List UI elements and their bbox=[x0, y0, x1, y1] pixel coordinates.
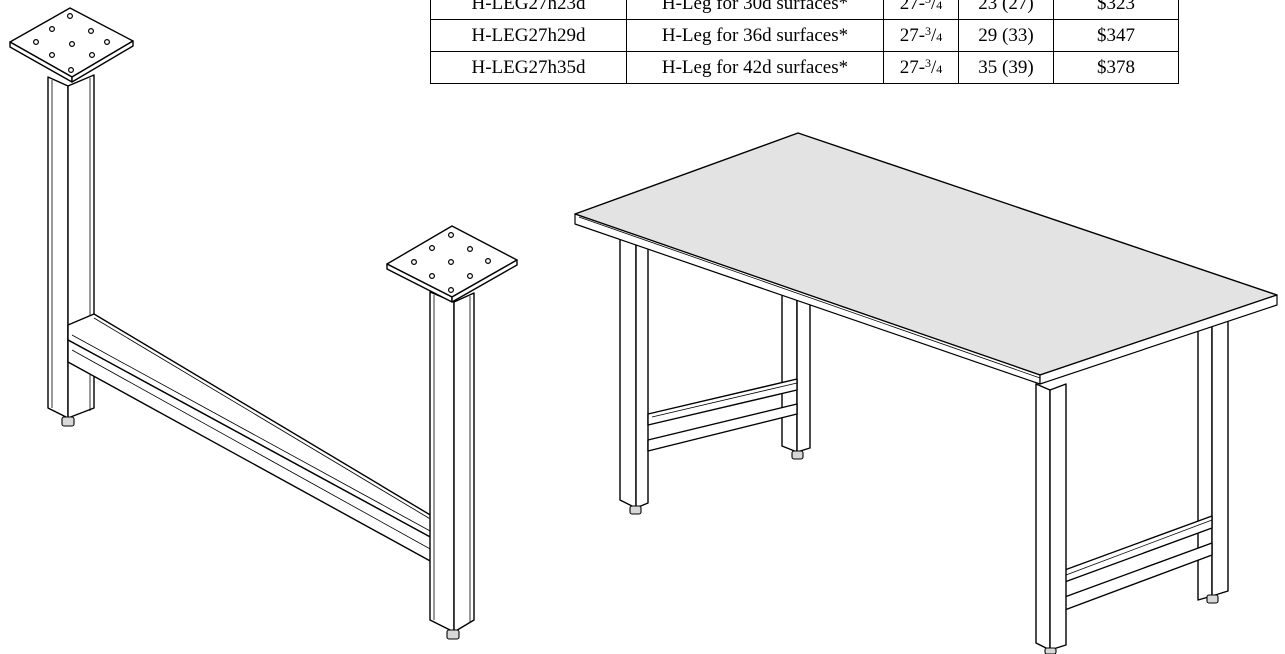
back-leg-tube bbox=[47, 76, 69, 419]
height-whole: 27- bbox=[899, 57, 926, 78]
height-num: 3 bbox=[925, 0, 931, 6]
depth: 35 (39) bbox=[958, 51, 1054, 84]
height-num: 3 bbox=[925, 56, 932, 70]
depth: 23 (27) bbox=[958, 0, 1054, 20]
front-mounting-plate bbox=[386, 225, 518, 303]
table-left-front-leg bbox=[619, 236, 637, 509]
height-den: 4 bbox=[936, 62, 943, 76]
table-row: H-LEG27h29d H-Leg for 36d surfaces* 27-3… bbox=[430, 19, 1179, 52]
description: H-Leg for 36d surfaces* bbox=[626, 19, 884, 52]
price: $347 bbox=[1053, 19, 1179, 52]
spec-table: H-LEG27h23d H-Leg for 30d surfaces* 27-3… bbox=[430, 0, 1179, 84]
height-whole: 27- bbox=[899, 0, 926, 14]
table-left-back-leg bbox=[781, 291, 798, 453]
depth: 29 (33) bbox=[958, 19, 1054, 52]
table-right-front-leg bbox=[1035, 383, 1051, 651]
table-top-side-edge bbox=[1039, 294, 1278, 385]
back-mounting-plate bbox=[9, 7, 134, 83]
lower-rail bbox=[67, 339, 433, 563]
table-row: H-LEG27h35d H-Leg for 42d surfaces* 27-3… bbox=[430, 51, 1179, 84]
table-left-lower-rail bbox=[647, 403, 798, 452]
height: 27-3/4 bbox=[883, 0, 959, 20]
height-den: 4 bbox=[936, 30, 943, 44]
part-number: H-LEG27h29d bbox=[430, 19, 627, 52]
leveler-foot bbox=[446, 629, 460, 640]
leveler-foot bbox=[629, 505, 642, 515]
h-leg-illustration bbox=[9, 7, 518, 640]
leveler-foot bbox=[61, 416, 75, 427]
table-left-upper-rail bbox=[647, 378, 798, 426]
description: H-Leg for 30d surfaces* bbox=[626, 0, 884, 20]
leveler-foot bbox=[1044, 647, 1057, 654]
part-number: H-LEG27h23d bbox=[430, 0, 627, 20]
front-leg-tube-side bbox=[453, 292, 475, 633]
price: $378 bbox=[1053, 51, 1179, 84]
table-row: H-LEG27h23d H-Leg for 30d surfaces* 27-3… bbox=[430, 0, 1179, 20]
leveler-foot bbox=[791, 450, 804, 460]
upper-rail bbox=[67, 313, 433, 539]
table-illustration bbox=[574, 132, 1278, 654]
part-number: H-LEG27h35d bbox=[430, 51, 627, 84]
height-num: 3 bbox=[925, 24, 932, 38]
leveler-foot bbox=[1206, 594, 1219, 604]
height: 27-3/4 bbox=[883, 51, 959, 84]
height-den: 4 bbox=[936, 0, 943, 12]
height: 27-3/4 bbox=[883, 19, 959, 52]
height-whole: 27- bbox=[899, 25, 926, 46]
